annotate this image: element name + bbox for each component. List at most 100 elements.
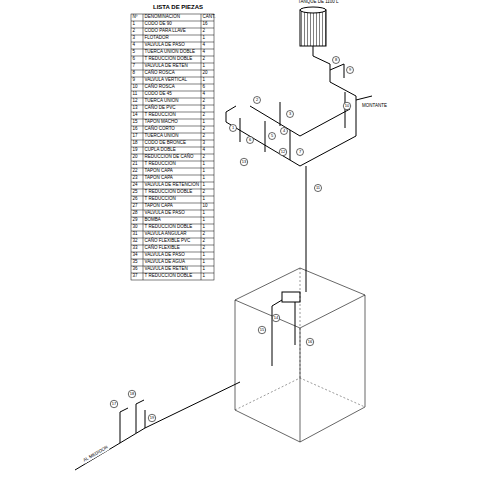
- table-cell: TUERCA UNION: [145, 134, 179, 139]
- callout-circle: [110, 400, 117, 407]
- table-cell: 2: [203, 239, 206, 244]
- callout-circle: [254, 97, 261, 104]
- supply-pipe: [75, 382, 240, 470]
- table-cell: VALVULA DE AGUA: [145, 260, 186, 265]
- table-cell: T REDUCCION DOBLE: [145, 274, 193, 279]
- pipe: [345, 92, 346, 128]
- table-cell: VALVULA ANGULAR: [145, 232, 187, 237]
- pipe: [120, 408, 128, 443]
- table-cell: 4: [203, 148, 206, 153]
- table-cell: VALVULA VERTICAL: [145, 78, 188, 83]
- pipe: [145, 410, 146, 428]
- callout-number: 14: [274, 316, 278, 320]
- table-rule: [201, 14, 202, 280]
- table-cell: 1: [203, 78, 206, 83]
- table-cell: 15: [133, 120, 138, 125]
- table-cell: 6: [133, 57, 136, 62]
- table-cell: 12: [133, 99, 138, 104]
- callout-circle: [148, 414, 155, 421]
- callout-circle: [333, 57, 340, 64]
- callout-number: 1: [232, 126, 234, 130]
- table-cell: 2: [203, 190, 206, 195]
- table-cell: TUERCA UNION: [145, 99, 179, 104]
- table-cell: 1: [203, 267, 206, 272]
- cistern-hidden: [300, 268, 301, 378]
- callout-circle: [240, 158, 247, 165]
- callout-circle: [281, 128, 288, 135]
- table-cell: 36: [133, 267, 138, 272]
- table-cell: 1: [203, 183, 206, 188]
- callout-circle: [314, 184, 321, 191]
- callout-number: 8: [335, 58, 337, 62]
- table-cell: 9: [133, 78, 136, 83]
- table-cell: 2: [133, 29, 136, 34]
- table-cell: 3: [133, 36, 136, 41]
- table-header: DENOMINACION: [145, 15, 181, 20]
- table-cell: 11: [133, 92, 138, 97]
- callout-number: 13: [242, 160, 246, 164]
- callout-number: 19: [150, 416, 154, 420]
- table-border: [131, 14, 214, 280]
- pipe: [240, 118, 241, 142]
- callout-circle: [343, 102, 350, 109]
- table-cell: 25: [133, 190, 138, 195]
- table-cell: 8: [133, 71, 136, 76]
- table-cell: VALVULA DE RETENCION: [145, 183, 200, 188]
- pipe: [136, 400, 144, 433]
- tank: [300, 10, 326, 46]
- callout-circle: [279, 148, 286, 155]
- table-cell: 35: [133, 260, 138, 265]
- table-cell: 1: [203, 169, 206, 174]
- riser: [306, 166, 307, 292]
- table-cell: 1: [203, 225, 206, 230]
- table-cell: 1: [203, 197, 206, 202]
- table-cell: T REDUCCION: [145, 113, 176, 118]
- table-cell: 14: [133, 113, 138, 118]
- callout-number: 9: [349, 68, 351, 72]
- callout-number: 12: [281, 150, 285, 154]
- table-cell: CODO DE 45: [145, 92, 172, 97]
- pipe: [290, 130, 291, 160]
- table-cell: 21: [133, 162, 138, 167]
- table-cell: 2: [203, 127, 206, 132]
- table-cell: 16: [203, 22, 208, 27]
- table-cell: 17: [133, 134, 138, 139]
- table-cell: 19: [133, 148, 138, 153]
- table-cell: 34: [133, 253, 138, 258]
- pipe: [226, 106, 236, 122]
- callout-number: 2: [256, 98, 258, 102]
- table-cell: TUERCA UNION DOBLE: [145, 50, 196, 55]
- table-cell: 1: [203, 64, 206, 69]
- table-cell: TAPON CAPA: [145, 169, 173, 174]
- table-cell: 24: [133, 183, 138, 188]
- table-cell: CAÑO FLEXIBLE: [145, 246, 180, 251]
- table-cell: T REDUCCION: [145, 162, 176, 167]
- table-title: LISTA DE PIEZAS: [153, 4, 203, 10]
- table-header: Nº: [133, 15, 138, 20]
- table-cell: CAÑO DE PVC: [145, 106, 176, 111]
- table-cell: 2: [203, 246, 206, 251]
- table-cell: 23: [133, 176, 138, 181]
- table-cell: 4: [203, 50, 206, 55]
- table-cell: VALVULA DE RETEN: [145, 64, 188, 69]
- table-cell: 4: [203, 43, 206, 48]
- callout-circle: [297, 149, 304, 156]
- table-cell: 1: [133, 22, 136, 27]
- table-rule: [131, 217, 214, 218]
- table-cell: 13: [133, 106, 138, 111]
- table-cell: VALVULA DE PASO: [145, 43, 185, 48]
- table-cell: 30: [133, 225, 138, 230]
- callout-circle: [269, 133, 276, 140]
- table-cell: 2: [203, 57, 206, 62]
- table-cell: 1: [203, 260, 206, 265]
- table-cell: 32: [133, 239, 138, 244]
- table-cell: 7: [133, 64, 136, 69]
- table-cell: 4: [203, 92, 206, 97]
- callout-number: 5: [271, 134, 273, 138]
- table-cell: 20: [203, 71, 208, 76]
- pipe: [272, 300, 282, 306]
- callout-circle: [128, 390, 135, 397]
